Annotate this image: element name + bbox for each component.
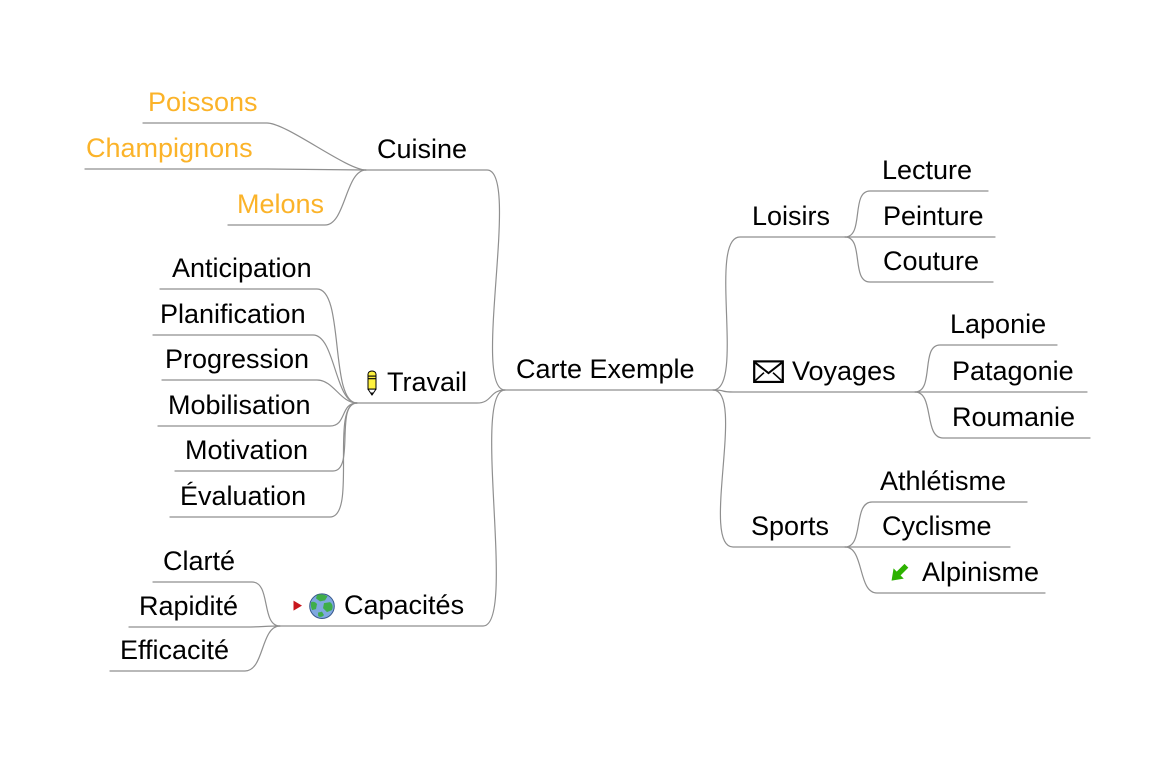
node-mobilisation[interactable]: Mobilisation (168, 390, 311, 421)
node-label: Motivation (185, 435, 309, 466)
green-southwest-arrow-icon (888, 562, 911, 584)
node-label: Loisirs (752, 201, 831, 232)
node-label: Cuisine (377, 134, 468, 165)
node-loisirs[interactable]: Loisirs (752, 201, 831, 232)
node-carte-exemple[interactable]: Carte Exemple (516, 354, 695, 385)
node-label: Lecture (882, 155, 973, 186)
node-lecture[interactable]: Lecture (882, 155, 973, 186)
node-label: Poissons (148, 87, 258, 118)
node-label: Alpinisme (922, 557, 1040, 588)
node-label: Peinture (883, 201, 984, 232)
node-label: Évaluation (180, 481, 307, 512)
node-label: Champignons (86, 133, 253, 164)
node-label: Couture (883, 246, 980, 277)
node-label: Clarté (163, 546, 236, 577)
node-label: Voyages (792, 356, 896, 387)
node-label: Capacités (344, 590, 465, 621)
node-alpinisme[interactable]: Alpinisme (888, 557, 1040, 588)
node-cyclisme[interactable]: Cyclisme (882, 511, 992, 542)
node-planification[interactable]: Planification (160, 299, 306, 330)
node-athletisme[interactable]: Athlétisme (880, 466, 1007, 497)
node-label: Melons (237, 189, 325, 220)
node-melons[interactable]: Melons (237, 189, 325, 220)
node-label: Progression (165, 344, 310, 375)
node-clarte[interactable]: Clarté (163, 546, 236, 577)
node-voyages[interactable]: Voyages (753, 356, 896, 387)
node-efficacite[interactable]: Efficacité (120, 635, 230, 666)
node-capacites[interactable]: Capacités (292, 590, 465, 621)
node-label: Cyclisme (882, 511, 992, 542)
node-label: Anticipation (172, 253, 312, 284)
node-patagonie[interactable]: Patagonie (952, 356, 1074, 387)
node-motivation[interactable]: Motivation (185, 435, 309, 466)
node-champignons[interactable]: Champignons (86, 133, 253, 164)
node-sports[interactable]: Sports (751, 511, 830, 542)
node-label: Sports (751, 511, 830, 542)
node-anticipation[interactable]: Anticipation (172, 253, 312, 284)
node-label: Mobilisation (168, 390, 311, 421)
node-rapidite[interactable]: Rapidité (139, 591, 239, 622)
node-laponie[interactable]: Laponie (950, 309, 1047, 340)
globe-icon (308, 592, 336, 620)
node-evaluation[interactable]: Évaluation (180, 481, 307, 512)
node-label: Patagonie (952, 356, 1074, 387)
node-label: Athlétisme (880, 466, 1007, 497)
envelope-icon (753, 360, 784, 384)
node-cuisine[interactable]: Cuisine (377, 134, 468, 165)
node-label: Planification (160, 299, 306, 330)
node-peinture[interactable]: Peinture (883, 201, 984, 232)
red-arrow-bullet-icon (292, 600, 303, 613)
node-travail[interactable]: Travail (365, 367, 468, 398)
node-label: Roumanie (952, 402, 1076, 433)
node-progression[interactable]: Progression (165, 344, 310, 375)
node-roumanie[interactable]: Roumanie (952, 402, 1076, 433)
pencil-icon (365, 370, 379, 396)
node-poissons[interactable]: Poissons (148, 87, 258, 118)
node-label: Travail (387, 367, 468, 398)
node-label: Carte Exemple (516, 354, 695, 385)
node-couture[interactable]: Couture (883, 246, 980, 277)
node-label: Efficacité (120, 635, 230, 666)
node-label: Laponie (950, 309, 1047, 340)
node-label: Rapidité (139, 591, 239, 622)
